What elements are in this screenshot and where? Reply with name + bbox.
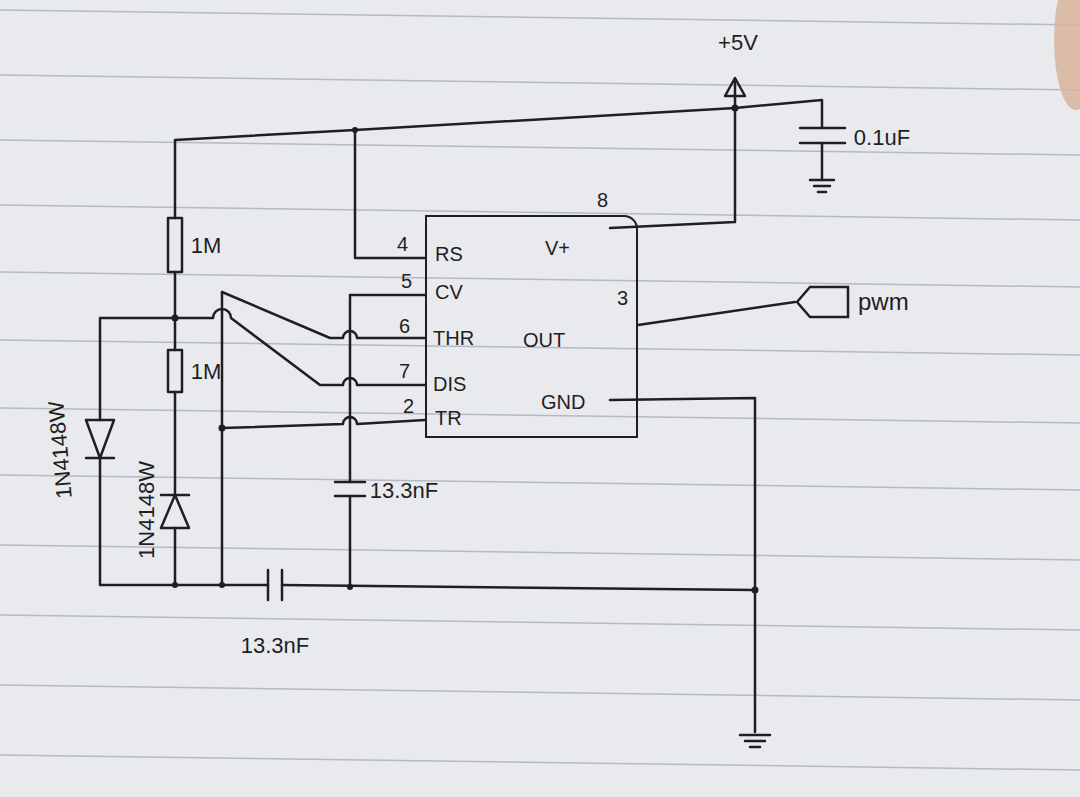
pin-label: 8 [597,189,608,212]
ruled-line [0,272,1080,287]
ruled-line [0,615,1080,630]
diode-symbol [86,420,114,458]
decoupling-wire [821,143,824,180]
threshold-wire [222,292,425,338]
ruled-line [0,408,1080,423]
control-wire [349,496,352,587]
supply-label: +5V [718,30,758,55]
diode-wire [174,528,177,585]
pin-label: OUT [523,329,565,352]
ground-wire [282,585,755,590]
resistor-value: 1M [191,233,222,258]
capacitor-symbol [268,570,282,600]
ruled-line [0,75,1080,90]
junction-dot [732,105,739,112]
tag-shape [797,287,848,317]
pin-label: 7 [399,360,410,383]
pin-label: 4 [397,233,408,256]
capacitor-value: 0.1uF [854,125,910,150]
junction-dot [752,587,759,594]
junction-dot [219,425,226,432]
ground-side-wire [100,458,268,585]
pin-label: 2 [403,395,414,418]
timing-wire [221,292,224,585]
resistor-wire [174,272,177,350]
capacitor-value: 13.3nF [370,478,439,503]
capacitor-value: 13.3nF [241,633,310,658]
ruled-line [0,205,1080,220]
ruled-line [0,545,1080,560]
ruled-line [0,475,1080,490]
ground-symbol [740,735,770,747]
capacitor-symbol [335,482,365,496]
trigger-wire [222,417,425,428]
junction-dot [172,582,178,588]
pin-label: 5 [401,270,412,293]
diode-part-number: 1N4148W [43,400,76,500]
pin-label: GND [541,391,585,414]
diode-wire [100,318,175,420]
ic-555-box: 4RS5CV6THR7DIS2TR8V+3OUTGND [425,215,638,438]
junction-dot [352,127,358,133]
control-wire [350,295,425,482]
junction-dot [172,315,179,322]
junction-dot [219,582,225,588]
signal-name: pwm [858,285,909,319]
output-tag: pwm [795,285,913,319]
diode-symbol [161,495,189,528]
pin-label: THR [433,327,474,350]
resistor-symbol [168,350,182,392]
ruled-line [0,755,1080,770]
finger [1054,0,1080,110]
capacitor-symbol [800,128,845,143]
resistor-wire [174,392,177,495]
ruled-line [0,10,1080,25]
supply-wire [175,108,735,218]
pin-label: DIS [433,373,466,396]
supply-arrow [725,78,745,96]
diode-part-number: 1N4148W [134,461,159,559]
ground-symbol [810,180,834,192]
resistor-symbol [168,218,182,272]
pin-label: 3 [617,287,628,310]
ground-wire [610,398,755,732]
pin-label: CV [435,281,463,304]
pin8-wire [610,108,735,228]
pin-label: V+ [545,237,570,260]
ruled-line [0,685,1080,700]
ruled-line [0,140,1080,155]
tag-outline [795,285,850,319]
reset-wire [355,130,425,258]
resistor-value: 1M [191,359,222,384]
decoupling-wire [735,100,822,128]
discharge-wire [175,309,425,385]
junction-dot [347,584,353,590]
pin-label: TR [435,407,462,430]
pin-label: RS [435,243,463,266]
pin-label: 6 [399,315,410,338]
output-wire [638,302,795,325]
